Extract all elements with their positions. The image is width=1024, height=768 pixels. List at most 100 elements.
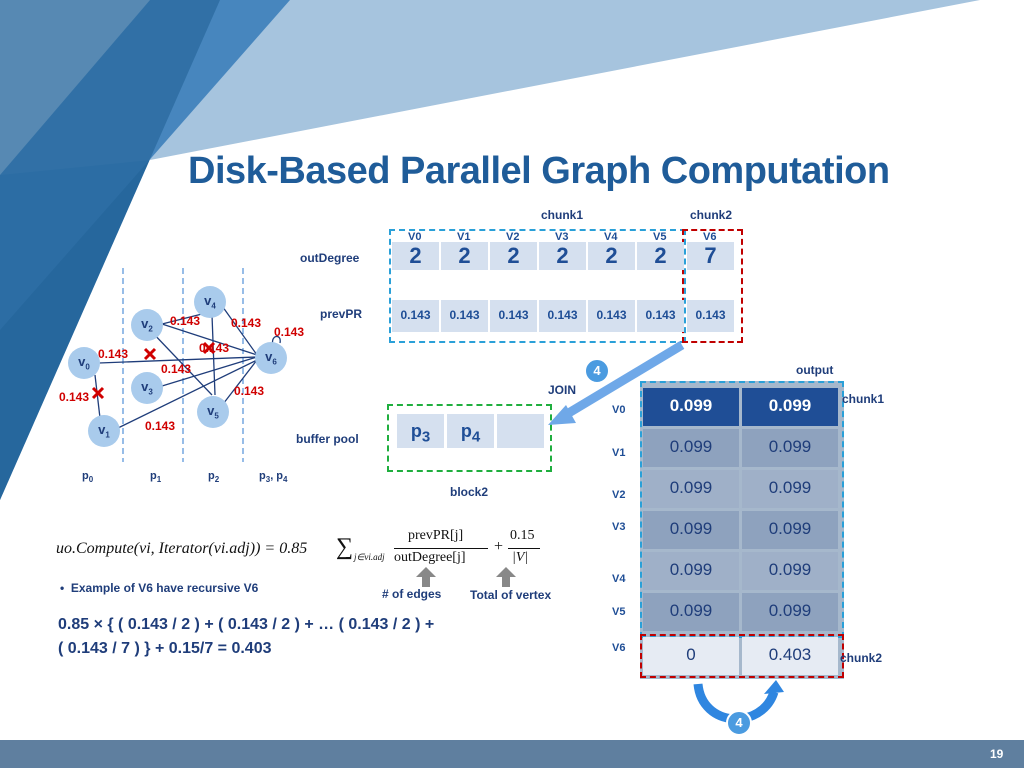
output-cell: 0.403 [742,637,838,675]
output-row-label: V6 [612,642,626,654]
prevpr-cell: 0.143 [490,300,537,332]
output-cell: 0 [643,637,739,675]
edge-weight: 0.143 [274,325,305,339]
join-label: JOIN [548,383,577,397]
output-cell: 0.099 [643,429,739,467]
chunk2-border [682,229,743,343]
loop-badge: 4 [726,710,752,736]
output-row-label: V4 [612,573,626,585]
output-title: output [796,363,834,377]
partition-p3-p4: p3, p4 [259,470,288,485]
output-cell: 0.099 [742,470,838,508]
prevpr-cell: 0.143 [637,300,684,332]
outdegree-row-label: outDegree [300,251,360,265]
chunk1-border [389,229,686,343]
frac1-denominator: outDegree[j] [394,550,466,565]
block2-label: block2 [450,485,489,499]
vertex-v6: v6 [255,342,287,374]
edge-weight: 0.143 [98,347,129,361]
chunk2-label: chunk2 [690,208,733,222]
vertex-v5: v5 [197,396,229,428]
vertex-v2: v2 [131,309,163,341]
outdegree-cell: 2 [392,242,439,270]
partition-p2: p2 [208,470,220,485]
output-chunk2-label: chunk2 [840,651,883,665]
edge-weight: 0.143 [231,316,262,330]
output-cell: 0.099 [643,593,739,631]
prevpr-cell: 0.143 [392,300,439,332]
outdegree-cell: 7 [687,242,734,270]
buffer-cell-p4: p4 [447,414,494,448]
outdegree-cell: 2 [539,242,586,270]
formula-lhs: uo.Compute(vi, Iterator(vi.adj)) = 0.85 [56,540,308,557]
output-cell: 0.099 [742,511,838,549]
example-bullet: • Example of V6 have recursive V6 [60,581,259,595]
frac2-numerator: 0.15 [510,528,535,543]
vertex-v4: vv44 [194,286,226,318]
prevpr-row-label: prevPR [320,307,363,321]
page-number: 19 [990,747,1004,761]
buffer-pool-label: buffer pool [296,432,359,446]
sum-symbol: ∑ [336,534,354,560]
edges-note: # of edges [382,587,442,601]
example-bullet-text: Example of V6 have recursive V6 [70,581,259,595]
vertex-v1: v1 [88,415,120,447]
edge-weight: 0.143 [161,362,192,376]
output-cell: 0.099 [643,388,739,426]
sum-subscript: j∈vi.adj [354,552,385,562]
outdegree-cell: 2 [490,242,537,270]
frac1-bar [394,548,488,549]
disk-vertex-label: V6 [703,231,717,243]
outdegree-cell: 2 [588,242,635,270]
edge-weight: 0.143 [59,390,90,404]
graph-edges [91,268,281,462]
vertex-v0: v0 [68,347,100,379]
prevpr-cell: 0.143 [687,300,734,332]
outdegree-cell: 2 [441,242,488,270]
output-cell: 0.099 [643,470,739,508]
output-row-label: V3 [612,521,626,533]
output-row-label: V2 [612,489,626,501]
output-cell: 0.099 [742,429,838,467]
edge-weight: 0.143 [170,314,201,328]
frac1-numerator: prevPR[j] [408,528,464,543]
output-row-label: V1 [612,447,626,459]
disk-vertex-label: V5 [653,231,667,243]
output-row-label: V5 [612,606,626,618]
output-cell: 0.099 [742,552,838,590]
vertex-note: Total of vertex [470,588,552,602]
prevpr-cell: 0.143 [441,300,488,332]
chunk1-label: chunk1 [541,208,584,222]
edge-weight: 0.143 [145,419,176,433]
output-row-label: V0 [612,404,626,416]
disk-vertex-label: V1 [457,231,471,243]
buffer-cell-empty [497,414,544,448]
partition-p1: p1 [150,470,162,485]
partition-p0: p0 [82,470,94,485]
output-cell: 0.099 [643,511,739,549]
buffer-cell-p3: p3 [397,414,444,448]
output-chunk2-border [640,634,844,678]
prevpr-cell: 0.143 [588,300,635,332]
prevpr-cell: 0.143 [539,300,586,332]
example-line1: 0.85 × { ( 0.143 / 2 ) + ( 0.143 / 2 ) +… [58,616,435,633]
example-line2: ( 0.143 / 7 ) } + 0.15/7 = 0.403 [58,640,272,657]
edge-weight: 0.143 [199,341,230,355]
disk-vertex-label: V4 [604,231,618,243]
formula-arrows [416,567,516,587]
frac2-bar [508,548,540,549]
step-badge: 4 [584,358,610,384]
output-chunk1-label: chunk1 [842,392,885,406]
join-arrow [548,341,685,425]
output-cell: 0.099 [643,552,739,590]
formula-plus: + [494,538,504,555]
disk-vertex-label: V0 [408,231,422,243]
output-cell: 0.099 [742,593,838,631]
block2-border [387,404,552,472]
edge-weight: 0.143 [234,384,265,398]
disk-vertex-label: V3 [555,231,569,243]
vertex-v3: v3 [131,372,163,404]
disk-vertex-label: V2 [506,231,520,243]
output-cell: 0.099 [742,388,838,426]
